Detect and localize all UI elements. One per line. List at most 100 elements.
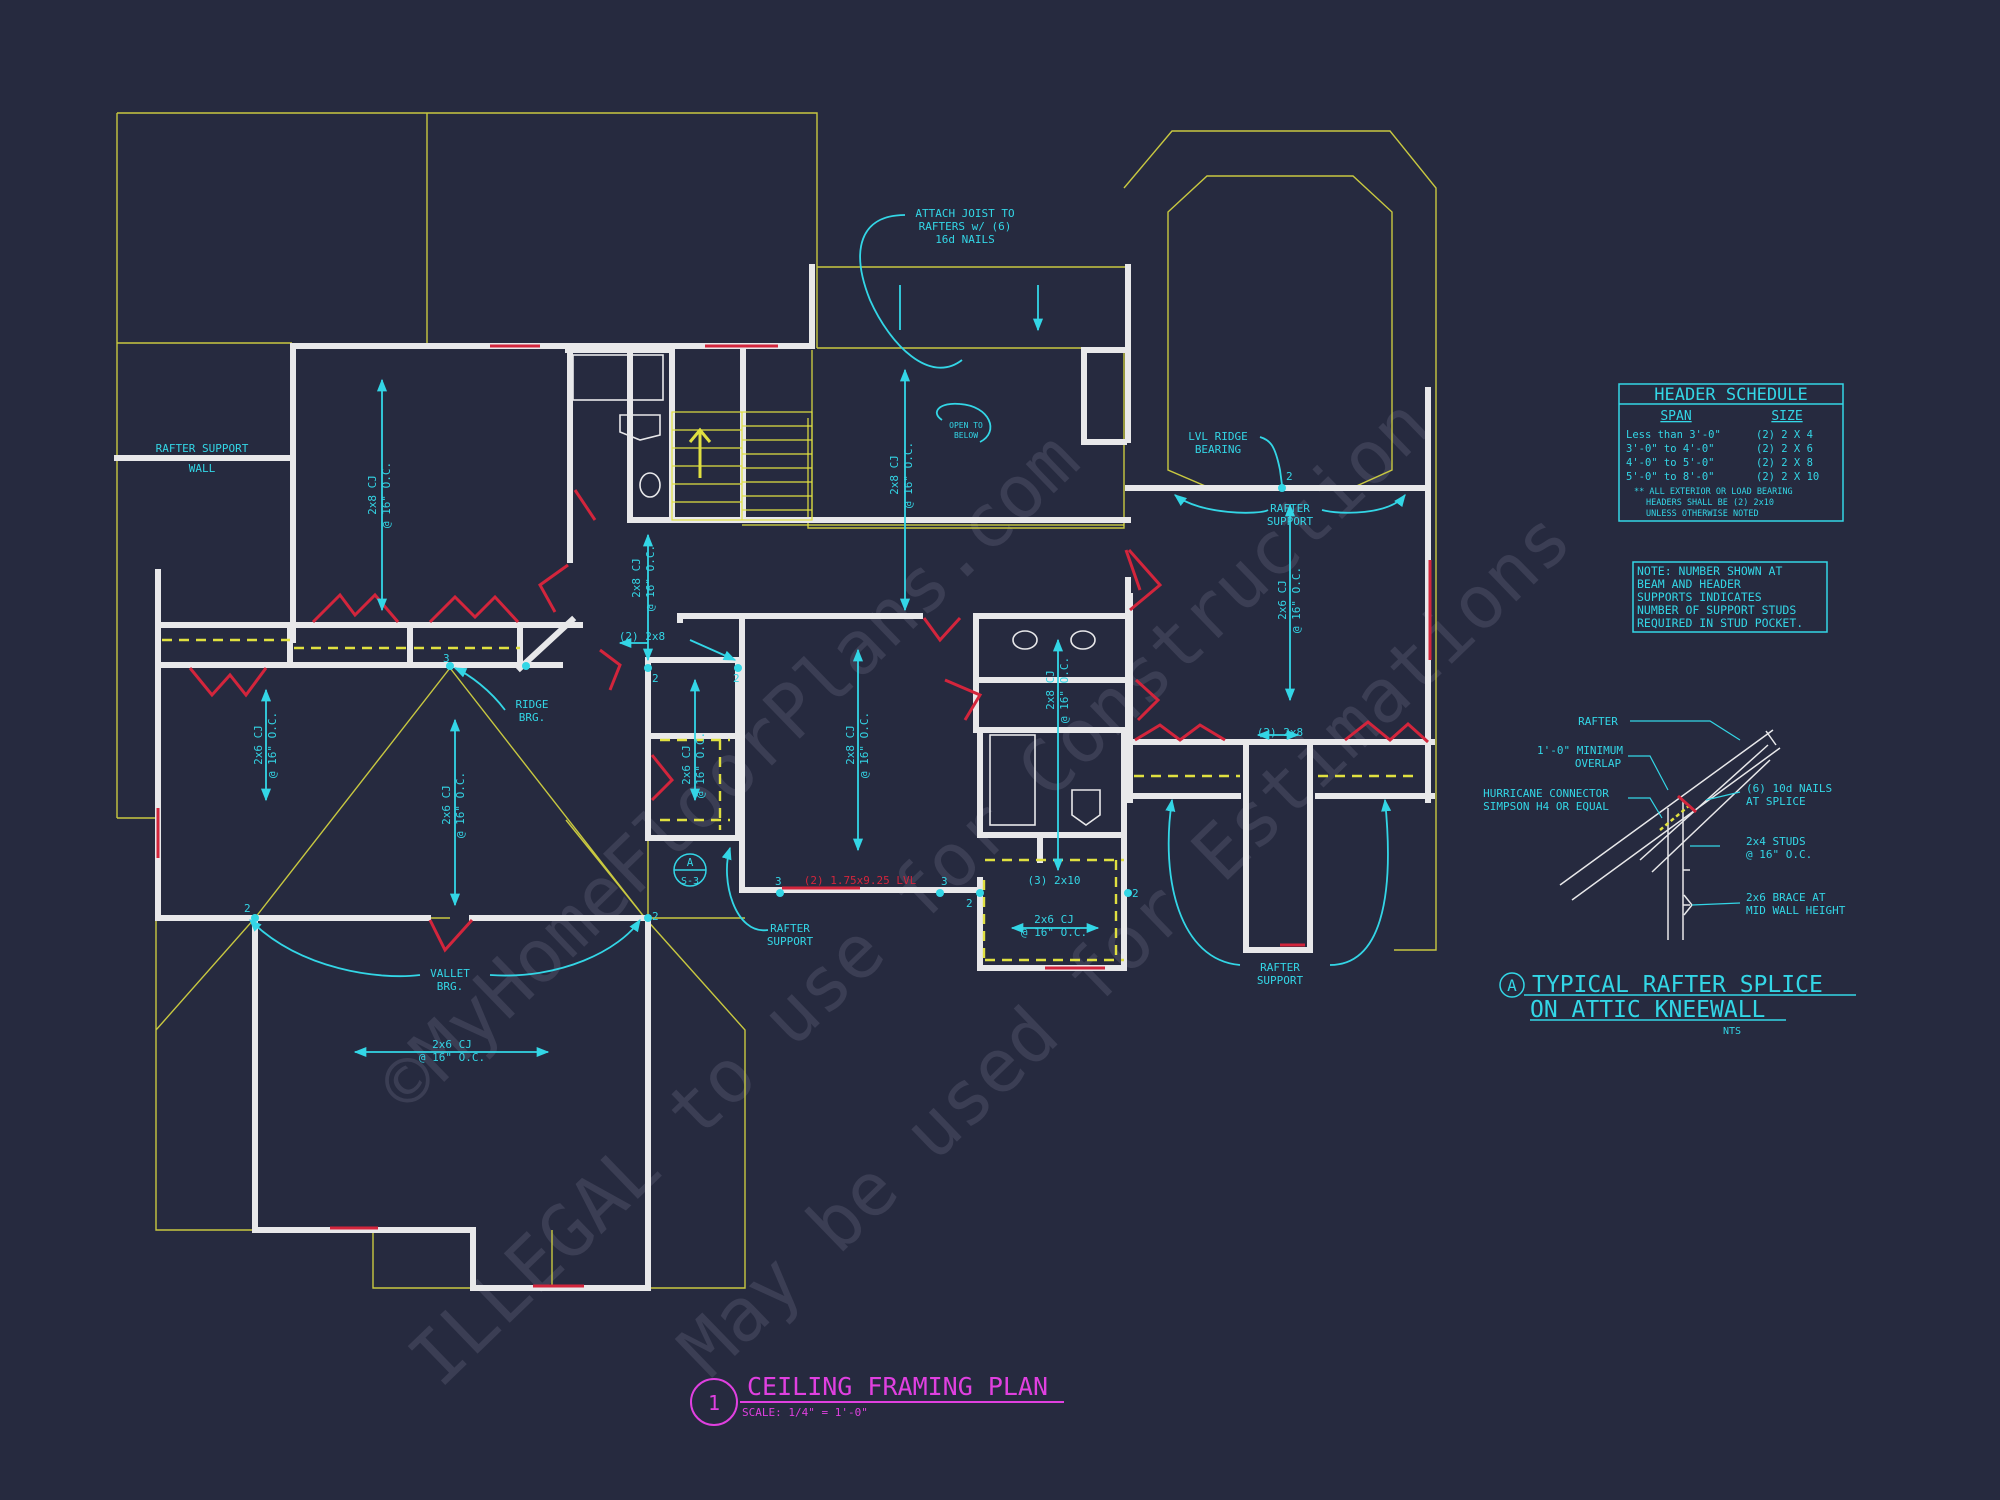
note-valley-brg-2: BRG. <box>437 980 464 993</box>
note-rafter-support-wall-2: WALL <box>189 462 216 475</box>
note-attach-joist-2: RAFTERS w/ (6) <box>919 220 1012 233</box>
note-line-5: REQUIRED IN STUD POCKET. <box>1637 616 1803 630</box>
svg-text:2x8 CJ: 2x8 CJ <box>630 558 643 598</box>
svg-text:2x8 CJ: 2x8 CJ <box>844 725 857 765</box>
note-open-below-1: OPEN TO <box>949 421 983 430</box>
detail-studs-2: @ 16" O.C. <box>1746 848 1812 861</box>
header-row-2-size: (2) 2 X 6 <box>1756 443 1813 455</box>
note-line-1: NOTE: NUMBER SHOWN AT <box>1637 564 1782 578</box>
joist-label-4: 2x6 CJ @ 16" O.C. <box>252 712 279 778</box>
annotation-lines <box>250 214 1405 1058</box>
support-count-10: 2 <box>733 672 740 685</box>
tub-upper <box>572 354 664 401</box>
svg-text:2x8 CJ: 2x8 CJ <box>366 475 379 515</box>
note-ridge-brg-2: BRG. <box>519 711 546 724</box>
svg-text:@ 16" O.C.: @ 16" O.C. <box>902 442 915 508</box>
support-count-9: 2 <box>652 672 659 685</box>
svg-text:2x6 CJ: 2x6 CJ <box>680 745 693 785</box>
header-schedule-col-size: SIZE <box>1771 409 1802 424</box>
section-tag-letter: A <box>687 856 694 869</box>
beam-2-2x8-a: (2) 2x8 <box>619 630 665 643</box>
rafter-splice-detail: RAFTER 1'-0" MINIMUM OVERLAP HURRICANE C… <box>1483 715 1856 1037</box>
note-rafter-support-c-2: SUPPORT <box>1257 974 1304 987</box>
svg-text:@ 16" O.C.: @ 16" O.C. <box>694 732 707 798</box>
joist-label-5: 2x6 CJ @ 16" O.C. <box>440 772 467 838</box>
joist-label-8: 2x8 CJ @ 16" O.C. <box>1044 657 1071 723</box>
svg-text:2x6 CJ: 2x6 CJ <box>1276 580 1289 620</box>
sink-2 <box>1070 630 1096 650</box>
detail-overlap-2: OVERLAP <box>1575 757 1622 770</box>
header-row-4-size: (2) 2 X 10 <box>1756 471 1819 483</box>
detail-overlap-1: 1'-0" MINIMUM <box>1537 744 1623 757</box>
toilet-upper <box>619 414 661 441</box>
detail-nails-1: (6) 10d NAILS <box>1746 782 1832 795</box>
stair <box>671 350 1124 526</box>
note-open-below-2: BELOW <box>954 431 978 440</box>
openings <box>156 344 1432 1288</box>
fixtures <box>572 354 1101 826</box>
header-footnote-2: HEADERS SHALL BE (2) 2x10 <box>1646 498 1774 508</box>
walls <box>114 264 1435 1291</box>
support-points <box>251 484 1286 922</box>
header-row-4-span: 5'-0" to 8'-0" <box>1626 471 1715 483</box>
detail-scale: NTS <box>1723 1026 1741 1037</box>
detail-rafter-label: RAFTER <box>1578 715 1618 728</box>
header-row-3-size: (2) 2 X 8 <box>1756 457 1813 469</box>
svg-text:@ 16" O.C.: @ 16" O.C. <box>380 462 393 528</box>
stair-up-arrow <box>688 427 712 478</box>
support-count-5: 3 <box>941 875 948 888</box>
note-attach-joist-3: 16d NAILS <box>935 233 995 246</box>
sink-3 <box>639 472 661 498</box>
detail-brace-1: 2x6 BRACE AT <box>1746 891 1826 904</box>
note-line-3: SUPPORTS INDICATES <box>1637 590 1762 604</box>
detail-tag: A <box>1507 976 1517 995</box>
detail-title-1: TYPICAL RAFTER SPLICE <box>1532 972 1823 998</box>
section-tag: A S-3 <box>673 853 707 887</box>
beam-3-2x10: (3) 2x10 <box>1028 874 1081 887</box>
detail-brace-2: MID WALL HEIGHT <box>1746 904 1846 917</box>
svg-text:@ 16" O.C.: @ 16" O.C. <box>266 712 279 778</box>
note-rafter-support-c-1: RAFTER <box>1260 961 1300 974</box>
note-valley-brg-1: VALLET <box>430 967 470 980</box>
note-lvl-ridge-2: BEARING <box>1195 443 1241 456</box>
joist-label-10b: @ 16" O.C. <box>419 1051 485 1064</box>
header-row-3-span: 4'-0" to 5'-0" <box>1626 457 1715 469</box>
joist-label-10: 2x6 CJ <box>432 1038 472 1051</box>
header-footnote-1: ** ALL EXTERIOR OR LOAD BEARING <box>1634 487 1793 497</box>
svg-text:2x6 CJ: 2x6 CJ <box>252 725 265 765</box>
joist-label-9: 2x6 CJ @ 16" O.C. <box>1276 567 1303 633</box>
beam-lvl: (2) 1.75x9.25 LVL <box>804 874 917 887</box>
support-count-8: 2 <box>1286 470 1293 483</box>
joist-label-2: 2x8 CJ @ 16" O.C. <box>888 442 915 508</box>
detail-title-2: ON ATTIC KNEEWALL <box>1530 997 1765 1023</box>
sink-1 <box>1012 630 1038 650</box>
note-rafter-support-a-1: RAFTER <box>770 922 810 935</box>
header-row-1-span: Less than 3'-0" <box>1626 429 1721 441</box>
plan-title-number: 1 <box>708 1391 720 1415</box>
note-ridge-brg-1: RIDGE <box>515 698 548 711</box>
header-row-2-span: 3'-0" to 4'-0" <box>1626 443 1715 455</box>
joist-label-7: 2x8 CJ @ 16" O.C. <box>844 712 871 778</box>
joist-label-1: 2x8 CJ @ 16" O.C. <box>366 462 393 528</box>
svg-text:@ 16" O.C.: @ 16" O.C. <box>858 712 871 778</box>
support-count-4: 3 <box>775 875 782 888</box>
note-rafter-support-b-2: SUPPORT <box>1267 515 1314 528</box>
header-footnote-3: UNLESS OTHERWISE NOTED <box>1646 509 1759 519</box>
header-schedule-title: HEADER SCHEDULE <box>1654 385 1808 405</box>
note-line-2: BEAM AND HEADER <box>1637 577 1741 591</box>
toilet-lower <box>1071 789 1101 826</box>
svg-text:2x8 CJ: 2x8 CJ <box>1044 670 1057 710</box>
note-box: NOTE: NUMBER SHOWN AT BEAM AND HEADER SU… <box>1632 561 1828 633</box>
joist-label-6: 2x6 CJ @ 16" O.C. <box>680 732 707 798</box>
note-rafter-support-a-2: SUPPORT <box>767 935 814 948</box>
svg-text:@ 16" O.C.: @ 16" O.C. <box>1058 657 1071 723</box>
detail-hurricane-2: SIMPSON H4 OR EQUAL <box>1483 800 1609 813</box>
note-attach-joist-1: ATTACH JOIST TO <box>915 207 1014 220</box>
tub-lower <box>989 734 1036 826</box>
note-rafter-support-wall-1: RAFTER SUPPORT <box>156 442 249 455</box>
support-count-3: 2 <box>652 910 659 923</box>
section-tag-sheet: S-3 <box>681 876 699 887</box>
support-count-6: 2 <box>966 897 973 910</box>
svg-text:@ 16" O.C.: @ 16" O.C. <box>1290 567 1303 633</box>
